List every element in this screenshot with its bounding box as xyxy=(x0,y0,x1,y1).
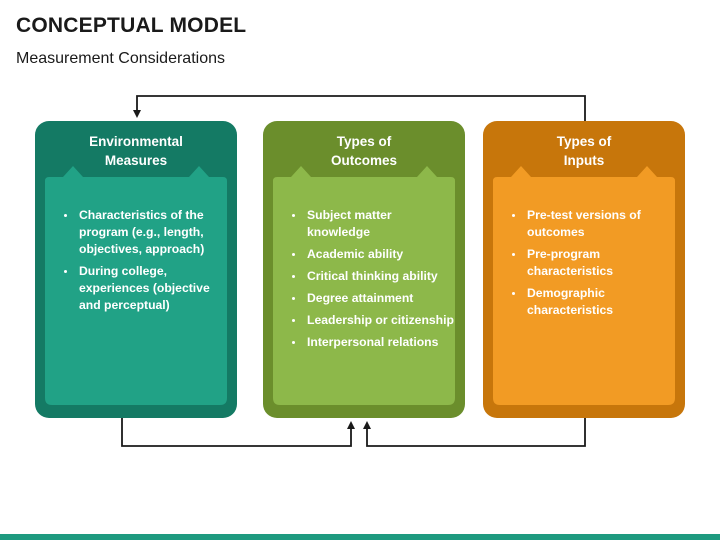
card-header: Types of Inputs xyxy=(483,129,685,173)
card-title: Environmental Measures xyxy=(89,134,183,168)
card-header: Environmental Measures xyxy=(35,129,237,173)
card-title: Types of Outcomes xyxy=(330,134,398,168)
slide-subtitle: Measurement Considerations xyxy=(16,50,225,67)
list-item: Academic ability xyxy=(305,246,455,263)
list-item: Demographic characteristics xyxy=(525,285,675,319)
card-environmental-measures: Environmental Measures Characteristics o… xyxy=(35,121,237,418)
list-item: During college, experiences (objective a… xyxy=(77,263,227,314)
bottom-right-connector-arrow xyxy=(363,418,586,447)
list-item: Pre-test versions of outcomes xyxy=(525,207,675,241)
list-item: Characteristics of the program (e.g., le… xyxy=(77,207,227,258)
card-types-of-inputs: Types of Inputs Pre-test versions of out… xyxy=(483,121,685,418)
card-inner-panel xyxy=(273,166,455,405)
card-inner-panel xyxy=(45,166,227,405)
list-item: Pre-program characteristics xyxy=(525,246,675,280)
footer-bar xyxy=(0,534,720,540)
card-header: Types of Outcomes xyxy=(263,129,465,173)
list-item: Subject matter knowledge xyxy=(305,207,455,241)
list-item: Leadership or citizenship xyxy=(305,312,455,329)
list-item: Critical thinking ability xyxy=(305,268,455,285)
top-connector-arrow xyxy=(133,95,586,121)
bottom-left-connector-arrow xyxy=(121,418,355,447)
card-title: Types of Inputs xyxy=(556,134,612,168)
card-bullet-list: Pre-test versions of outcomes Pre-progra… xyxy=(495,207,675,324)
card-inner-panel xyxy=(493,166,675,405)
card-bullet-list: Subject matter knowledge Academic abilit… xyxy=(275,207,455,356)
card-bullet-list: Characteristics of the program (e.g., le… xyxy=(47,207,227,319)
card-types-of-outcomes: Types of Outcomes Subject matter knowled… xyxy=(263,121,465,418)
list-item: Interpersonal relations xyxy=(305,334,455,351)
slide-title: CONCEPTUAL MODEL xyxy=(16,14,247,37)
list-item: Degree attainment xyxy=(305,290,455,307)
